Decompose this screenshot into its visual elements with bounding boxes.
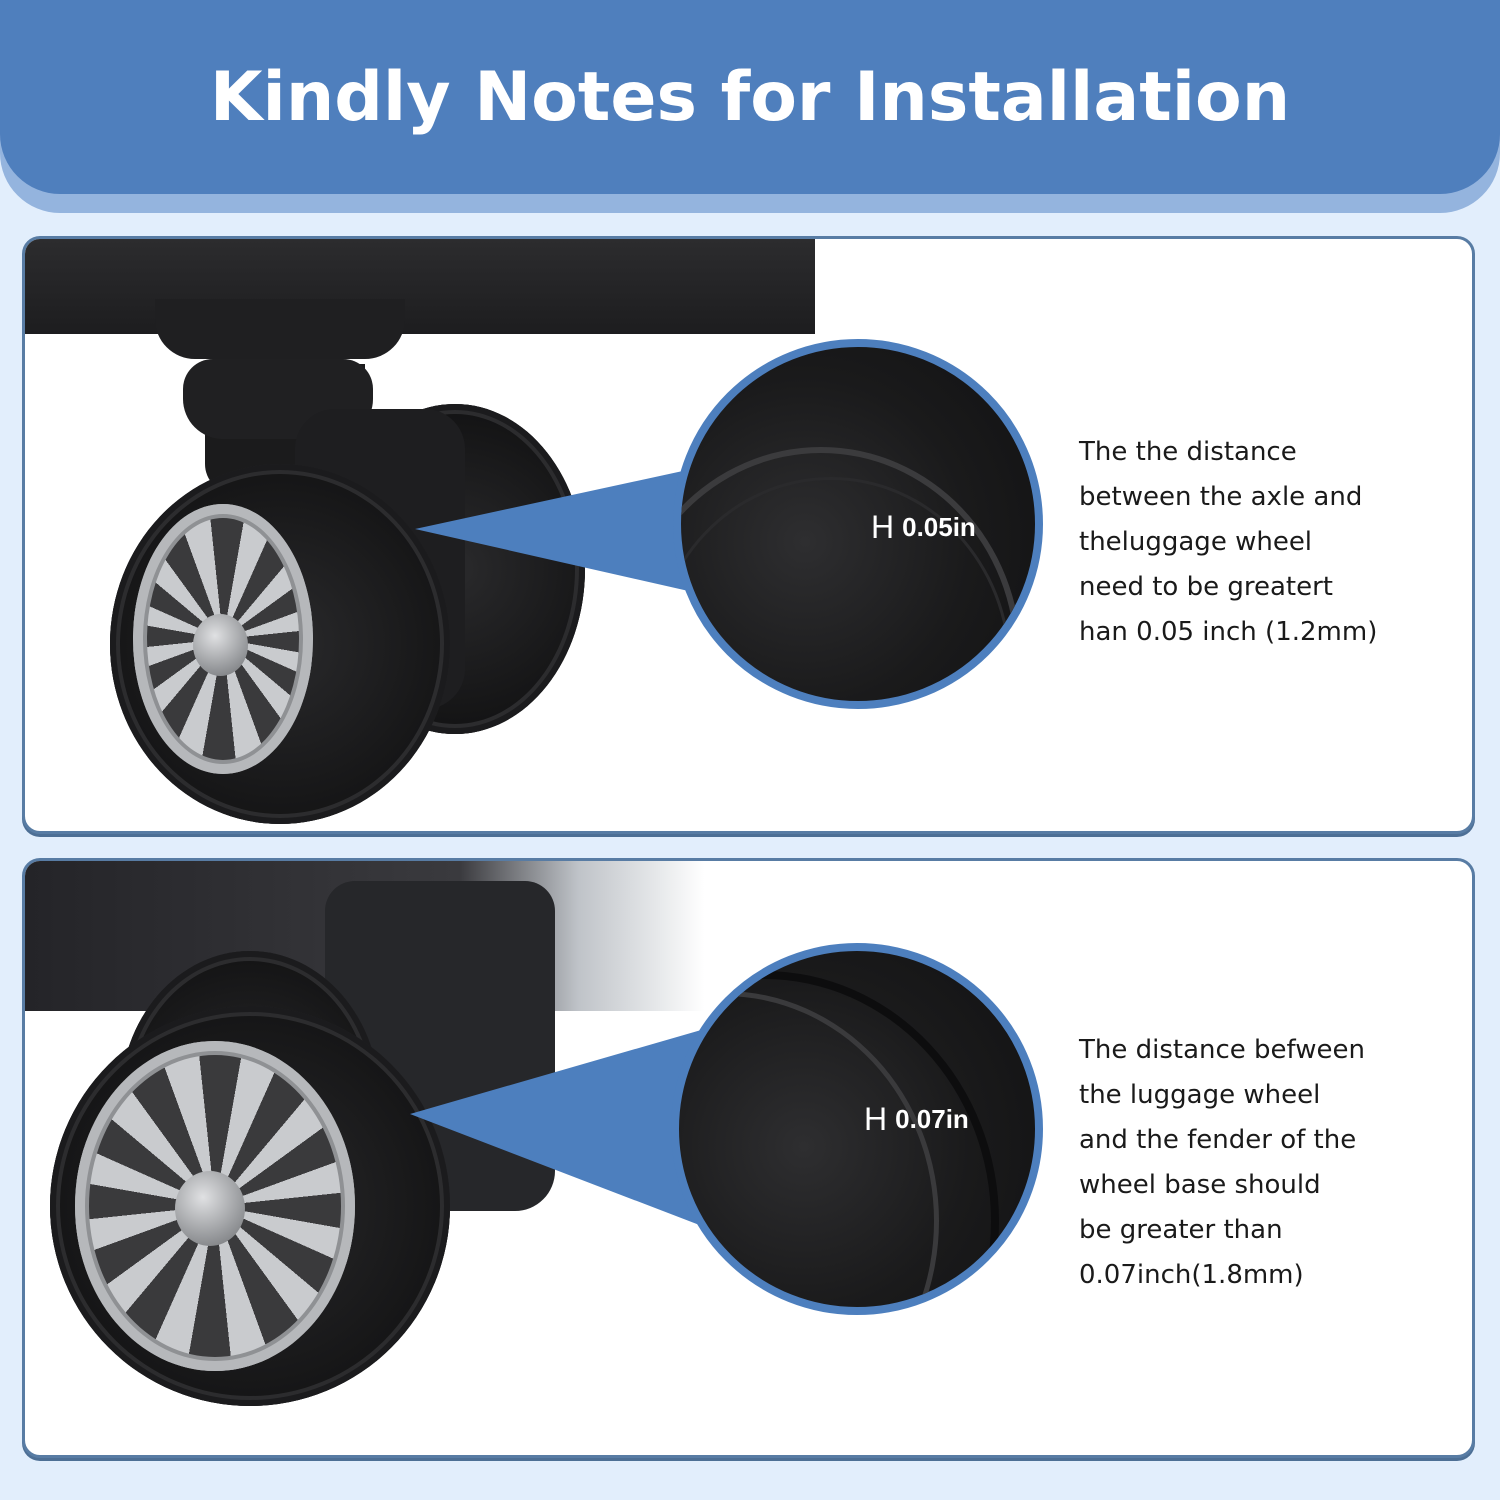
- note-line: need to be greatert: [1079, 572, 1333, 602]
- wheel-hub: [193, 614, 248, 676]
- header-banner: Kindly Notes for Installation: [0, 0, 1500, 194]
- note-line: The the distance: [1079, 437, 1297, 467]
- note-line: theluggage wheel: [1079, 527, 1313, 557]
- zoom-magnifier-2: H 0.07in: [671, 943, 1043, 1315]
- note-line: wheel base should: [1079, 1170, 1321, 1200]
- callout-beam-1: [415, 464, 715, 597]
- note-line: the luggage wheel: [1079, 1080, 1321, 1110]
- wheel-photo-2: [25, 861, 815, 1455]
- gap-value: 0.05in: [902, 512, 976, 542]
- note-text-2: The distance befween the luggage wheel a…: [1079, 1028, 1439, 1298]
- note-text-1: The the distance between the axle and th…: [1079, 430, 1439, 655]
- page-title: Kindly Notes for Installation: [209, 57, 1291, 137]
- note-line: han 0.05 inch (1.2mm): [1079, 617, 1378, 647]
- wheel-photo-1: [25, 239, 815, 831]
- fender-gap-arc: [679, 971, 999, 1307]
- installation-note-panel-2: H 0.07in The distance befween the luggag…: [22, 858, 1475, 1458]
- height-gap-icon: H: [871, 509, 895, 545]
- note-line: and the fender of the: [1079, 1125, 1357, 1155]
- gap-value: 0.07in: [895, 1104, 969, 1134]
- installation-note-panel-1: H 0.05in The the distance between the ax…: [22, 236, 1475, 834]
- callout-beam-2: [410, 1026, 715, 1231]
- height-gap-icon: H: [864, 1101, 888, 1137]
- note-line: 0.07inch(1.8mm): [1079, 1260, 1304, 1290]
- gap-measurement-2: H 0.07in: [864, 1101, 969, 1138]
- wheel-hub: [175, 1171, 245, 1246]
- note-line: be greater than: [1079, 1215, 1283, 1245]
- suitcase-base: [25, 239, 815, 359]
- gap-measurement-1: H 0.05in: [871, 509, 976, 546]
- zoom-magnifier-1: H 0.05in: [673, 339, 1043, 709]
- note-line: between the axle and: [1079, 482, 1363, 512]
- note-line: The distance befween: [1079, 1035, 1365, 1065]
